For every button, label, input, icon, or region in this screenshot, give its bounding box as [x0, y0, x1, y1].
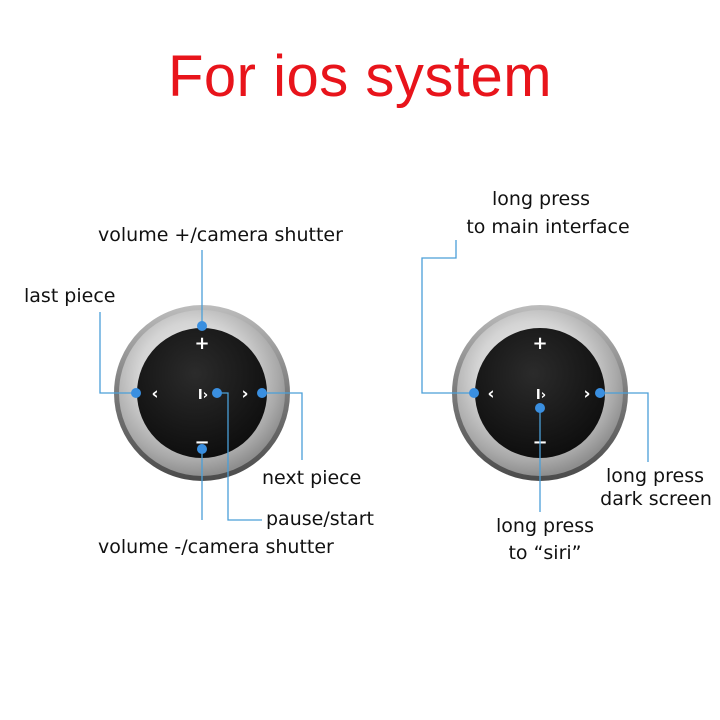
label-pause-start: pause/start — [266, 508, 374, 530]
right-dot-main-interface — [469, 388, 479, 398]
left-callout-next-piece — [262, 392, 303, 460]
left-dot-next-piece — [257, 388, 267, 398]
left-dot-last-piece — [131, 388, 141, 398]
left-playpause-glyph: I› — [198, 388, 208, 403]
left-callout-pause — [217, 392, 262, 521]
left-dot-pause — [212, 388, 222, 398]
left-prev-glyph: ‹ — [151, 384, 158, 404]
left-plus-glyph: + — [194, 333, 209, 354]
label-dark-screen-line2: dark screen — [600, 488, 712, 510]
right-dot-dark-screen — [595, 388, 605, 398]
label-dark-screen-line1: long press — [606, 465, 704, 487]
left-dot-volume-down — [197, 444, 207, 454]
right-next-glyph: › — [583, 384, 590, 404]
label-next-piece: next piece — [262, 467, 362, 489]
label-main-interface-line2: to main interface — [466, 216, 630, 238]
left-remote-face — [137, 328, 267, 458]
right-playpause-glyph: I› — [536, 388, 546, 403]
label-siri-line1: long press — [496, 515, 594, 537]
label-volume-up: volume +/camera shutter — [98, 224, 343, 246]
right-callout-dark-screen — [600, 392, 649, 462]
left-dot-volume-up — [197, 321, 207, 331]
right-plus-glyph: + — [532, 333, 547, 354]
left-remote: + − ‹ › I› — [99, 250, 303, 521]
right-callout-main-interface — [421, 240, 474, 394]
label-siri-line2: to “siri” — [508, 542, 582, 564]
left-next-glyph: › — [241, 384, 248, 404]
label-volume-down: volume -/camera shutter — [98, 536, 334, 558]
label-main-interface-line1: long press — [492, 188, 590, 210]
label-last-piece: last piece — [24, 285, 116, 307]
right-remote-face — [475, 328, 605, 458]
right-dot-siri — [535, 403, 545, 413]
page-title: For ios system — [167, 44, 553, 109]
right-prev-glyph: ‹ — [487, 384, 494, 404]
right-remote: + − ‹ › I› — [421, 240, 649, 512]
left-callout-last-piece — [99, 312, 136, 394]
